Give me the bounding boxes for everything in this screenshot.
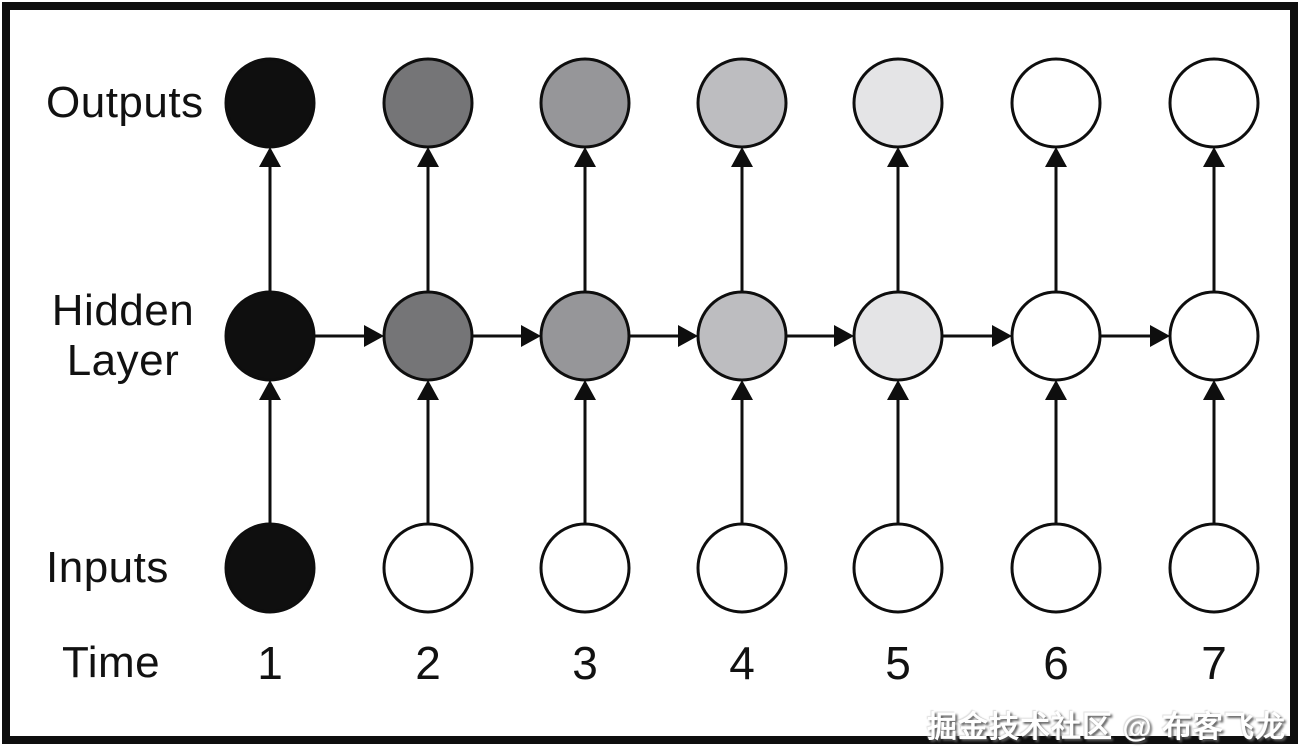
- arrow-hidden-to-output-t2-head: [417, 147, 439, 167]
- arrow-hidden-to-output-t6-head: [1045, 147, 1067, 167]
- time-step-2: 2: [415, 637, 441, 689]
- time-step-7: 7: [1201, 637, 1227, 689]
- hidden-node-t4: [696, 290, 788, 382]
- hidden-node-t5: [852, 290, 944, 382]
- outputs-node-t1: [224, 57, 316, 149]
- inputs-node-t3: [539, 522, 631, 614]
- hidden-node-t3: [539, 290, 631, 382]
- arrow-hidden-to-output-t1-head: [259, 147, 281, 167]
- hidden-node-t7: [1168, 290, 1260, 382]
- outputs-node-t6: [1010, 57, 1102, 149]
- hidden-node-t6: [1010, 290, 1102, 382]
- hidden-layer-row-label: Hidden Layer: [25, 286, 221, 386]
- arrow-hidden-to-output-t4-head: [731, 147, 753, 167]
- time-step-6: 6: [1043, 637, 1069, 689]
- time-step-5: 5: [885, 637, 911, 689]
- watermark-text: 掘金技术社区 @ 布客飞龙: [927, 711, 1286, 744]
- outputs-node-t7: [1168, 57, 1260, 149]
- outputs-node-t2: [382, 57, 474, 149]
- hidden-layer-label-line1: Hidden: [51, 286, 195, 335]
- inputs-node-t1: [224, 522, 316, 614]
- arrow-hidden-t6-to-t7-head: [1150, 325, 1170, 347]
- arrow-hidden-t1-to-t2-head: [364, 325, 384, 347]
- inputs-node-t7: [1168, 522, 1260, 614]
- time-axis-label: Time: [62, 638, 161, 687]
- inputs-node-t2: [382, 522, 474, 614]
- inputs-row-label: Inputs: [46, 543, 169, 592]
- arrow-hidden-to-output-t7-head: [1203, 147, 1225, 167]
- outputs-node-t3: [539, 57, 631, 149]
- arrow-hidden-to-output-t5-head: [887, 147, 909, 167]
- time-step-1: 1: [257, 637, 283, 689]
- arrow-input-to-hidden-t4-head: [731, 380, 753, 400]
- arrow-hidden-t3-to-t4-head: [678, 325, 698, 347]
- arrow-input-to-hidden-t3-head: [574, 380, 596, 400]
- arrow-hidden-t2-to-t3-head: [521, 325, 541, 347]
- time-step-4: 4: [729, 637, 755, 689]
- arrow-input-to-hidden-t6-head: [1045, 380, 1067, 400]
- inputs-node-t6: [1010, 522, 1102, 614]
- hidden-node-t1: [224, 290, 316, 382]
- arrow-input-to-hidden-t5-head: [887, 380, 909, 400]
- inputs-node-t5: [852, 522, 944, 614]
- hidden-layer-label-line2: Layer: [66, 336, 180, 385]
- arrow-input-to-hidden-t7-head: [1203, 380, 1225, 400]
- outputs-node-t5: [852, 57, 944, 149]
- time-step-3: 3: [572, 637, 598, 689]
- arrow-hidden-to-output-t3-head: [574, 147, 596, 167]
- arrow-hidden-t5-to-t6-head: [992, 325, 1012, 347]
- inputs-node-t4: [696, 522, 788, 614]
- arrow-hidden-t4-to-t5-head: [834, 325, 854, 347]
- outputs-row-label: Outputs: [46, 78, 204, 127]
- arrow-input-to-hidden-t2-head: [417, 380, 439, 400]
- hidden-node-t2: [382, 290, 474, 382]
- arrow-input-to-hidden-t1-head: [259, 380, 281, 400]
- outputs-node-t4: [696, 57, 788, 149]
